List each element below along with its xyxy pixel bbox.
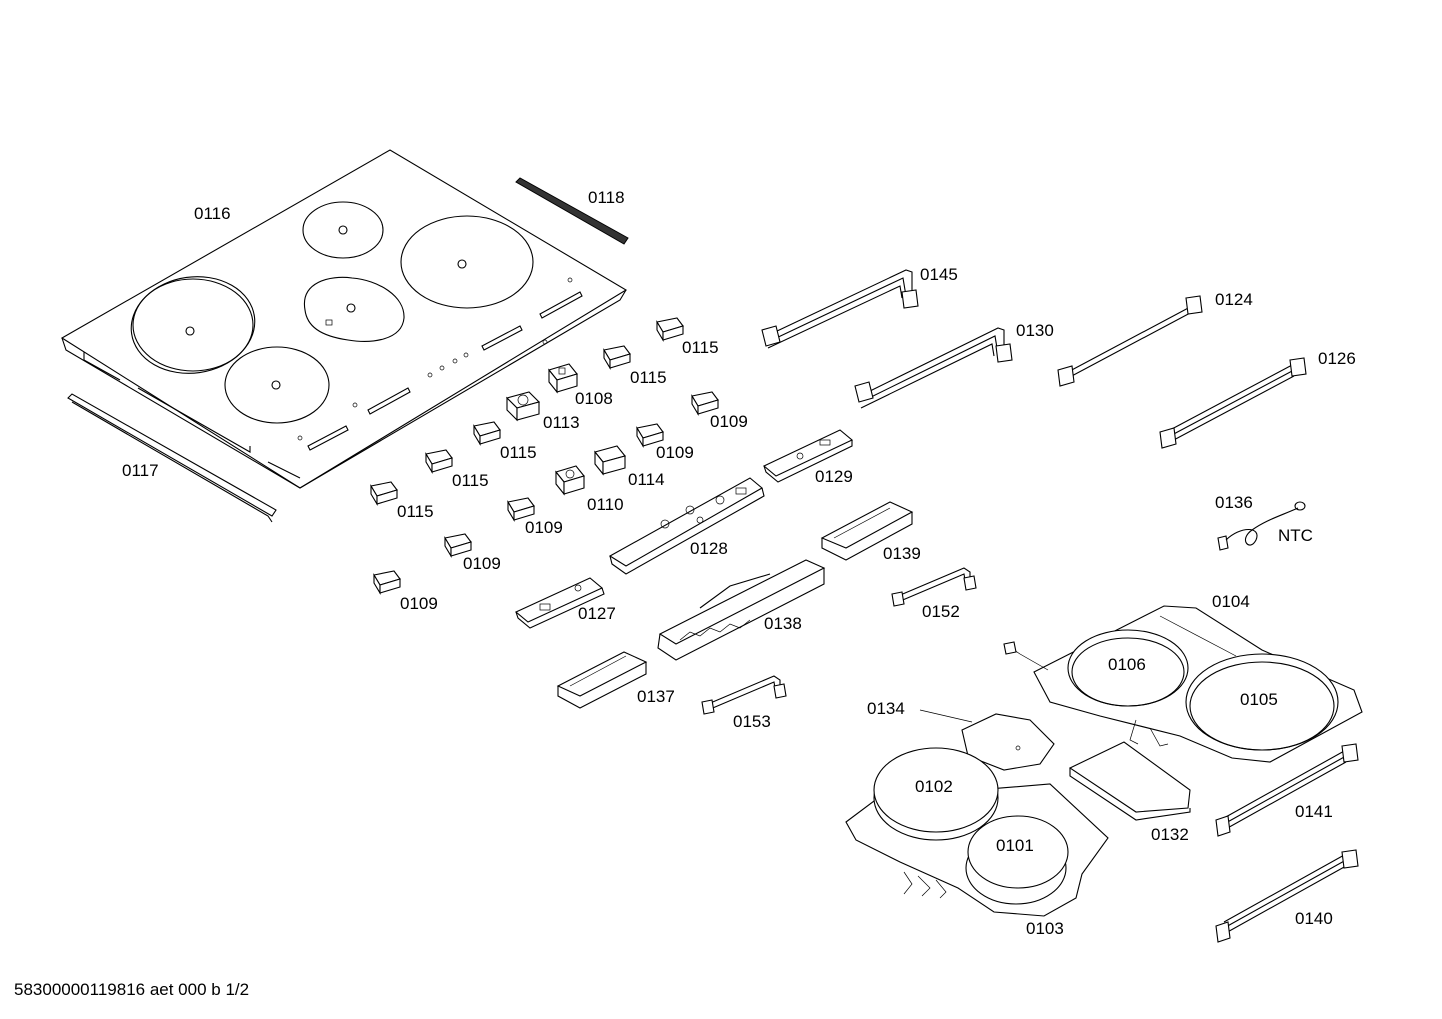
cooktop-glass-panel	[60, 149, 628, 489]
label-0109-e: 0109	[400, 594, 438, 613]
label-0115-e: 0115	[397, 502, 434, 521]
label-0104: 0104	[1212, 592, 1250, 611]
frame-strip-front	[67, 393, 277, 523]
label-0134: 0134	[867, 699, 905, 718]
label-0105: 0105	[1240, 690, 1278, 709]
wire-harnesses-upper	[761, 269, 1307, 449]
label-0129: 0129	[815, 467, 853, 486]
label-0137: 0137	[637, 687, 675, 706]
label-0152: 0152	[922, 602, 960, 621]
label-0141: 0141	[1295, 802, 1333, 821]
label-0116: 0116	[194, 204, 231, 223]
label-0140: 0140	[1295, 909, 1333, 928]
label-0115-a: 0115	[682, 338, 719, 357]
mounting-brackets	[556, 501, 914, 709]
coil-carrier-left	[845, 747, 1109, 917]
gasket-strip-top	[515, 177, 629, 245]
label-0115-d: 0115	[452, 471, 489, 490]
label-0106: 0106	[1108, 655, 1146, 674]
wire-harnesses-lower	[701, 567, 977, 715]
label-0130: 0130	[1016, 321, 1054, 340]
coil-carrier-right	[1003, 605, 1363, 763]
label-0139: 0139	[883, 544, 921, 563]
label-0127: 0127	[578, 604, 616, 623]
label-0132: 0132	[1151, 825, 1189, 844]
label-0103: 0103	[1026, 919, 1064, 938]
label-0110: 0110	[587, 495, 624, 514]
label-ntc: NTC	[1278, 526, 1313, 545]
label-0113: 0113	[543, 413, 580, 432]
label-0101: 0101	[996, 836, 1034, 855]
label-0124: 0124	[1215, 290, 1253, 309]
label-0128: 0128	[690, 539, 728, 558]
label-0126: 0126	[1318, 349, 1356, 368]
label-0102: 0102	[915, 777, 953, 796]
drawing-number: 58300000119816 aet 000 b 1/2	[14, 980, 250, 999]
label-0114: 0114	[628, 470, 665, 489]
wire-harnesses-bottom	[1215, 743, 1359, 943]
ntc-sensor	[1217, 501, 1306, 551]
label-0108: 0108	[575, 389, 613, 408]
label-0109-b: 0109	[656, 443, 694, 462]
label-0145: 0145	[920, 265, 958, 284]
label-0136: 0136	[1215, 493, 1253, 512]
label-0118: 0118	[588, 188, 625, 207]
label-0153: 0153	[733, 712, 771, 731]
label-0109-c: 0109	[525, 518, 563, 537]
label-0115-b: 0115	[630, 368, 667, 387]
control-boards	[514, 429, 854, 629]
shield-plate	[1068, 741, 1191, 821]
label-0117: 0117	[122, 461, 159, 480]
label-0138: 0138	[764, 614, 802, 633]
label-0115-c: 0115	[500, 443, 537, 462]
label-0109-a: 0109	[710, 412, 748, 431]
label-0109-d: 0109	[463, 554, 501, 573]
control-caps	[370, 317, 719, 595]
